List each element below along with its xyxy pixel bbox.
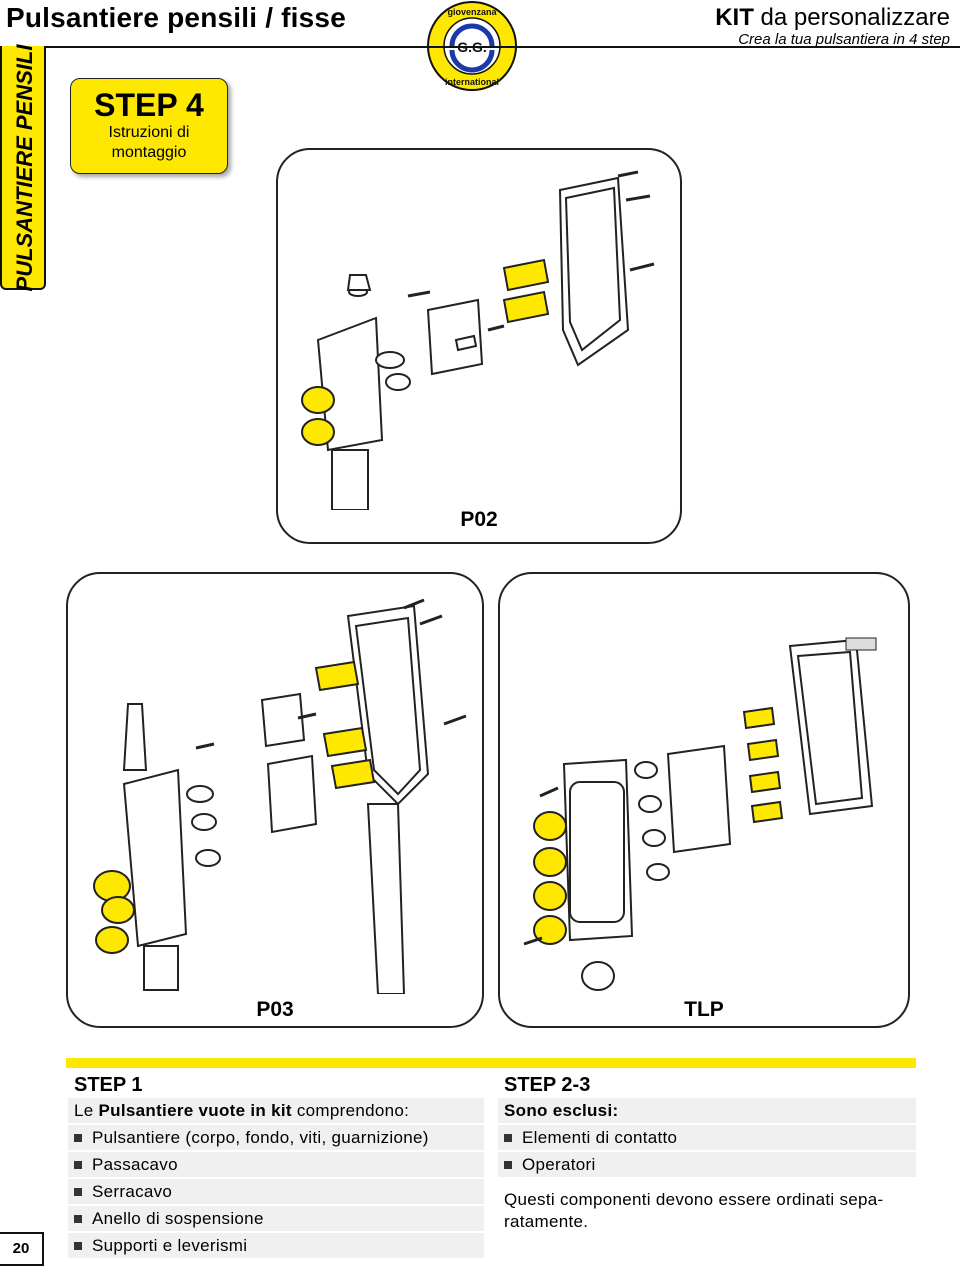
bullet-icon (504, 1160, 512, 1169)
tlp-exploded-diagram (523, 637, 877, 991)
kit-label: KIT (715, 4, 754, 31)
step23-heading: STEP 2-3 (504, 1074, 591, 1096)
section-tab-label: PULSANTIERE PENSILI (12, 44, 37, 292)
list-item: Serracavo (68, 1179, 484, 1206)
list-item: Supporti e leverismi (68, 1233, 484, 1260)
panel-p03-label: P03 (256, 998, 294, 1021)
step1-intro-bold: Pulsantiere vuote in kit (98, 1101, 292, 1120)
panel-p02: P02 (276, 148, 682, 544)
step23-note: Questi componenti devono essere ordinati… (504, 1190, 884, 1231)
header-rule (46, 46, 960, 48)
list-item-text: Supporti e leverismi (92, 1236, 248, 1255)
section-tab: PULSANTIERE PENSILI (0, 44, 46, 292)
step1-section: STEP 1 Le Pulsantiere vuote in kit compr… (68, 1072, 484, 1260)
panel-p03: P03 (66, 572, 484, 1028)
list-item-text: Anello di sospensione (92, 1209, 264, 1228)
bullet-icon (74, 1160, 82, 1169)
step23-subheading-text: Sono esclusi: (504, 1101, 619, 1120)
steps-divider (66, 1058, 916, 1068)
list-item-text: Passacavo (92, 1155, 178, 1174)
step1-intro-suffix: comprendono: (291, 1101, 410, 1120)
page-number: 20 (0, 1232, 44, 1266)
list-item-text: Serracavo (92, 1182, 173, 1201)
step23-section: STEP 2-3 Sono esclusi: Elementi di conta… (498, 1072, 916, 1233)
p02-exploded-diagram (301, 170, 655, 510)
step1-heading: STEP 1 (74, 1074, 143, 1096)
kit-tagline: da personalizzare (753, 4, 950, 31)
list-item: Anello di sospensione (68, 1206, 484, 1233)
list-item: Pulsantiere (corpo, fondo, viti, guarniz… (68, 1125, 484, 1152)
list-item: Passacavo (68, 1152, 484, 1179)
p03-exploded-diagram (93, 598, 467, 994)
step4-line1: Istruzioni di (108, 124, 190, 141)
list-item: Elementi di contatto (498, 1125, 916, 1152)
bullet-icon (74, 1241, 82, 1250)
bullet-icon (74, 1214, 82, 1223)
list-item: Operatori (498, 1152, 916, 1179)
step1-intro: Le Pulsantiere vuote in kit comprendono: (68, 1098, 484, 1125)
bullet-icon (74, 1187, 82, 1196)
page-title: Pulsantiere pensili / fisse (6, 2, 346, 33)
step4-line2: montaggio (111, 144, 187, 161)
step1-intro-prefix: Le (74, 1101, 99, 1120)
panel-tlp-label: TLP (684, 998, 724, 1021)
step4-badge: STEP 4 Istruzioni di montaggio (70, 78, 228, 174)
bullet-icon (504, 1133, 512, 1142)
kit-header: KIT da personalizzare Crea la tua pulsan… (715, 4, 950, 48)
list-item-text: Operatori (522, 1155, 596, 1174)
logo-bottom-text: international (445, 77, 499, 87)
list-item-text: Pulsantiere (corpo, fondo, viti, guarniz… (92, 1128, 429, 1147)
panel-p02-label: P02 (460, 508, 498, 531)
list-item-text: Elementi di contatto (522, 1128, 678, 1147)
logo-top-text: giovenzana (447, 7, 497, 17)
kit-subtitle: Crea la tua pulsantiera in 4 step (738, 31, 950, 48)
step4-title: STEP 4 (94, 87, 204, 123)
company-logo: G.G. giovenzana international (427, 1, 517, 91)
bullet-icon (74, 1133, 82, 1142)
panel-tlp: TLP (498, 572, 910, 1028)
step23-subheading: Sono esclusi: (498, 1098, 916, 1125)
